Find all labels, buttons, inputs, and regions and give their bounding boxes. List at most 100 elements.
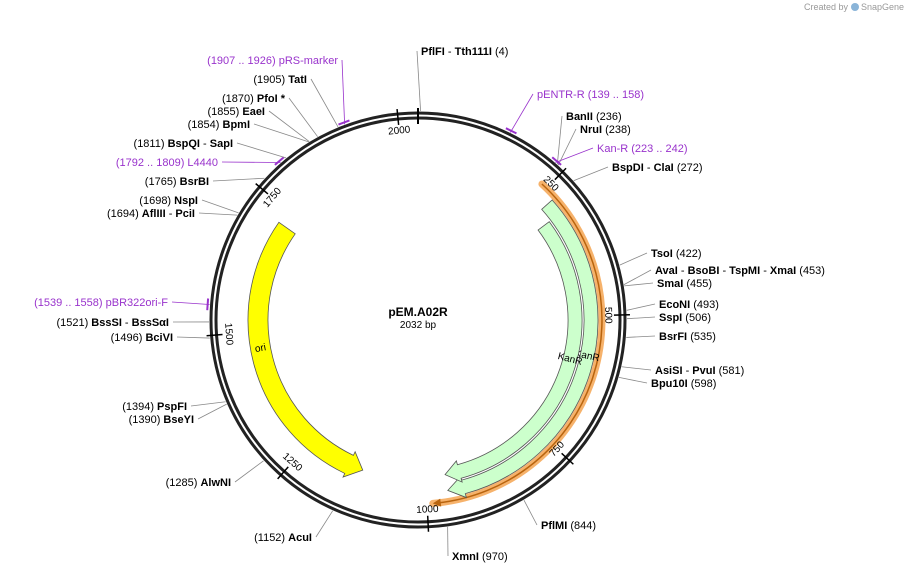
leader-line-acui: [315, 510, 334, 538]
site-label-part: SapI: [210, 138, 233, 150]
site-label-part: PvuI: [692, 365, 715, 377]
leader-line-banii: [556, 115, 563, 165]
site-label-part: -: [122, 317, 132, 329]
site-label-part: NspI: [174, 195, 198, 207]
site-label-part: BanII: [566, 111, 593, 123]
site-label-part: BspQI: [168, 138, 200, 150]
site-label-part: (506): [685, 312, 711, 324]
site-label-part: EcoNI: [659, 299, 690, 311]
primer-binding-arc: [429, 180, 606, 507]
site-label-part: PspFI: [157, 401, 187, 413]
leader-line-nspi: [201, 199, 239, 214]
site-label-l4440: (1792 .. 1809) L4440: [116, 157, 218, 169]
ruler-tick: [206, 333, 223, 337]
site-label-part: (535): [690, 331, 716, 343]
site-label-part: Bpu10I: [651, 378, 688, 390]
site-label-part: BssSαI: [132, 317, 169, 329]
ruler-tick: [554, 167, 567, 181]
site-label-part: (1539 .. 1558) pBR322ori-F: [34, 297, 168, 309]
leader-line-pbr322ori-f: [171, 301, 210, 305]
credit-prefix: Created by: [804, 2, 849, 12]
site-label-tati: (1905) TatI: [253, 74, 307, 86]
site-label-part: BpmI: [223, 119, 251, 131]
site-label-part: BseYI: [163, 414, 194, 426]
site-label-part: (455): [686, 278, 712, 290]
site-label-pflmi: PflMI (844): [541, 520, 596, 532]
site-label-part: (1811): [134, 138, 165, 150]
site-label-bspdi: BspDI - ClaI (272): [612, 162, 703, 174]
leader-line-asisi: [621, 366, 652, 371]
site-label-bseyi: (1390) BseYI: [129, 414, 194, 426]
leader-line-pfoi: [288, 97, 318, 137]
leader-line-pspfi: [190, 401, 226, 407]
site-label-part: (1765): [145, 176, 177, 188]
site-label-part: TatI: [288, 74, 307, 86]
site-label-part: (1698): [139, 195, 171, 207]
site-label-bcivi: (1496) BciVI: [111, 332, 173, 344]
site-label-bspqi: (1811) BspQI - SapI: [134, 138, 233, 150]
leader-line-tsoi: [619, 252, 648, 266]
site-label-kan-r: Kan-R (223 .. 242): [597, 143, 688, 155]
site-label-econi: EcoNI (493): [659, 299, 719, 311]
leader-line-afliii: [198, 212, 238, 216]
site-label-pspfi: (1394) PspFI: [122, 401, 187, 413]
site-label-prs-marker: (1907 .. 1926) pRS-marker: [207, 55, 338, 67]
site-label-part: EaeI: [242, 106, 265, 118]
feature-kanr-outer: [447, 199, 599, 499]
site-label-part: (4): [495, 46, 508, 58]
site-label-eaei: (1855) EaeI: [208, 106, 266, 118]
leader-line-bspdi: [573, 166, 609, 182]
plasmid-backbone: [209, 108, 627, 529]
leader-line-bpu10i: [618, 377, 648, 384]
leader-line-eaei: [268, 110, 310, 142]
site-label-part: -: [644, 162, 654, 174]
site-label-part: Tth111I: [455, 46, 492, 58]
site-label-bsrfi: BsrFI (535): [659, 331, 716, 343]
site-label-part: XmaI: [770, 265, 796, 277]
site-label-banii: BanII (236): [566, 111, 622, 123]
site-label-part: ClaI: [654, 162, 674, 174]
feature-ori: [247, 221, 364, 478]
site-label-part: TsoI: [651, 248, 673, 260]
site-label-part: (453): [799, 265, 825, 277]
site-label-part: (1907 .. 1926) pRS-marker: [207, 55, 338, 67]
site-label-bsssi: (1521) BssSI - BssSαI: [56, 317, 169, 329]
site-label-part: (238): [605, 124, 631, 136]
site-label-part: (1694): [107, 208, 139, 220]
site-label-part: NruI: [580, 124, 602, 136]
site-label-part: (1152): [254, 532, 285, 544]
snapgene-logo-icon: [851, 3, 859, 11]
site-label-part: -: [719, 265, 729, 277]
ruler-tick-label: 1500: [222, 323, 235, 346]
site-label-part: (844): [570, 520, 596, 532]
site-label-part: -: [200, 138, 210, 150]
primer-site-l4440: [274, 156, 285, 166]
leader-line-pentr-r: [509, 93, 534, 133]
site-label-part: (493): [693, 299, 719, 311]
feature-label-kanr-outer: KanR: [574, 348, 601, 364]
site-label-asisi: AsiSI - PvuI (581): [655, 365, 744, 377]
site-label-part: PflMI: [541, 520, 567, 532]
leader-line-bseyi: [197, 403, 227, 420]
site-label-part: -: [760, 265, 770, 277]
site-label-part: -: [445, 46, 455, 58]
leader-line-smai: [624, 282, 654, 287]
site-label-part: AflIII: [142, 208, 166, 220]
site-label-part: (1792 .. 1809) L4440: [116, 157, 218, 169]
leader-line-bsrfi: [626, 335, 656, 338]
site-label-part: BsrBI: [180, 176, 209, 188]
ruler-tick: [277, 466, 289, 480]
leader-line-kan-r: [555, 147, 594, 163]
leader-line-avai: [623, 269, 652, 285]
site-label-part: (1905): [253, 74, 285, 86]
site-label-bpmi: (1854) BpmI: [188, 119, 250, 131]
site-label-part: TspMI: [729, 265, 760, 277]
leader-line-bcivi: [176, 336, 210, 339]
ruler-tick-label: 500: [602, 307, 613, 324]
site-label-part: (1521): [56, 317, 88, 329]
leader-line-bpmi: [253, 123, 309, 143]
site-label-part: BciVI: [145, 332, 173, 344]
site-label-part: XmnI: [452, 551, 479, 563]
